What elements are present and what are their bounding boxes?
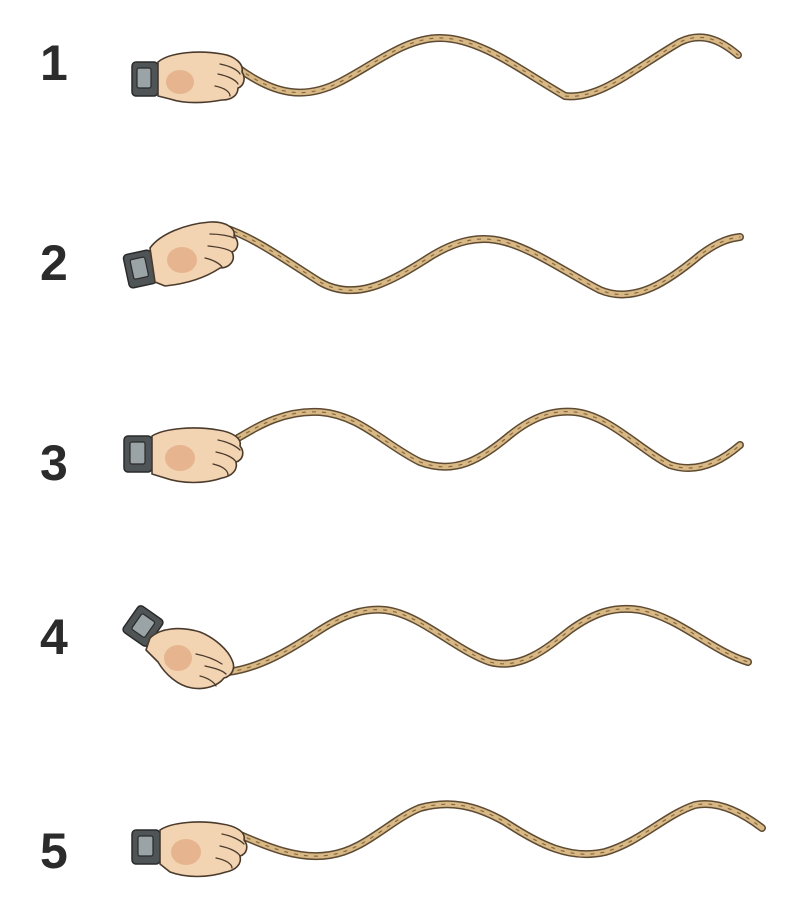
rope <box>224 604 752 676</box>
step-number: 3 <box>40 435 68 491</box>
rope <box>234 800 766 861</box>
hand-icon <box>131 51 245 104</box>
rope <box>234 407 744 473</box>
step-number: 5 <box>40 823 68 879</box>
rope <box>221 224 744 299</box>
step-number: 4 <box>40 609 68 665</box>
hand-icon <box>122 221 239 289</box>
hand-icon <box>123 427 244 484</box>
rope-illustration <box>122 221 744 299</box>
hand-icon <box>131 821 248 878</box>
step-number: 1 <box>40 35 68 91</box>
rope <box>234 33 742 101</box>
step-panel-1: 1 <box>0 0 790 150</box>
step-panel-3: 3 <box>0 380 790 530</box>
hand-icon <box>122 605 235 690</box>
step-panel-4: 4 <box>0 570 790 720</box>
step-number: 2 <box>40 235 68 291</box>
rope-illustration <box>123 407 744 484</box>
rope-illustration <box>131 800 766 878</box>
step-panel-2: 2 <box>0 190 790 340</box>
rope-illustration <box>131 33 742 104</box>
step-panel-5: 5 <box>0 760 790 910</box>
rope-illustration <box>122 604 752 690</box>
